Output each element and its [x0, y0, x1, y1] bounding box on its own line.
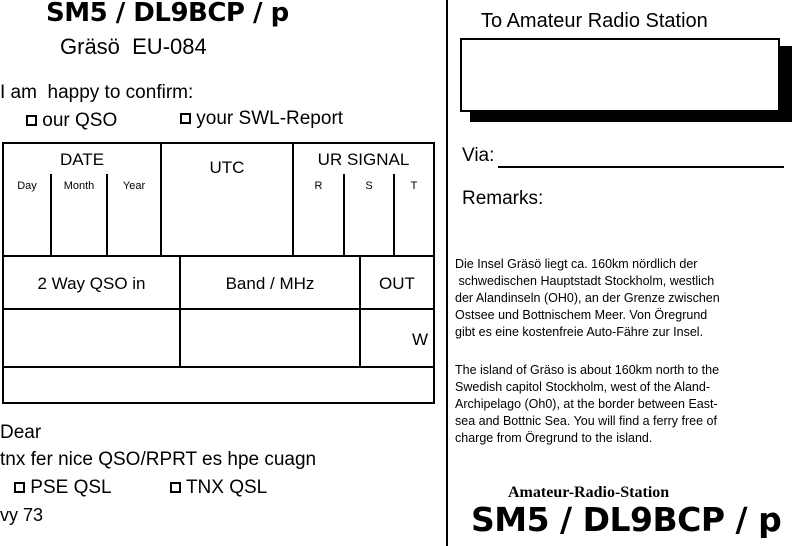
option-tnx-qsl[interactable]: TNX QSL: [170, 477, 267, 499]
table-vline-band-out: [359, 255, 361, 366]
month-header: Month: [63, 180, 95, 192]
watt-unit: W: [411, 330, 429, 349]
pse-qsl-checkbox[interactable]: [14, 482, 25, 494]
day-header: Day: [17, 180, 37, 192]
utc-header: UTC: [209, 158, 245, 177]
tnx-qsl-checkbox[interactable]: [170, 482, 181, 494]
t-header: T: [410, 180, 418, 192]
option-pse-qsl[interactable]: PSE QSL: [14, 477, 112, 499]
via-label: Via:: [462, 145, 495, 166]
to-station-label: To Amateur Radio Station: [481, 10, 708, 32]
pse-qsl-label: PSE QSL: [30, 477, 112, 498]
table-vline-s: [393, 174, 395, 255]
table-hline-2: [4, 308, 433, 310]
option-qso-label: our QSO: [42, 110, 118, 131]
address-box[interactable]: [460, 38, 780, 112]
table-vline-utc-signal: [292, 144, 294, 255]
thanks-text: tnx fer nice QSO/RPRT es hpe cuagn: [0, 449, 317, 470]
dear-label: Dear: [0, 422, 42, 443]
closing-text: vy 73: [0, 505, 44, 525]
signal-header: UR SIGNAL: [317, 150, 410, 169]
out-header: OUT: [379, 274, 415, 293]
table-vline-qso-band: [179, 255, 181, 366]
table-hline-3: [4, 366, 433, 368]
station-heading: Amateur-Radio-Station: [508, 484, 670, 501]
r-header: R: [314, 180, 323, 192]
table-vline-date-utc: [160, 144, 162, 255]
date-header: DATE: [59, 150, 105, 169]
footer-callsign: SM5 / DL9BCP / p: [471, 500, 782, 539]
option-swl-label: your SWL-Report: [196, 108, 344, 129]
card-divider: [446, 0, 448, 546]
tnx-qsl-label: TNX QSL: [185, 477, 268, 498]
s-header: S: [365, 180, 373, 192]
table-vline-r: [343, 174, 345, 255]
swl-checkbox[interactable]: [180, 113, 191, 125]
confirm-text: I am happy to confirm:: [0, 82, 194, 103]
table-vline-month: [106, 174, 108, 255]
table-vline-day: [50, 174, 52, 255]
option-qso[interactable]: our QSO: [26, 110, 117, 132]
english-description: The island of Gräso is about 160km north…: [455, 363, 720, 445]
qso-checkbox[interactable]: [26, 115, 37, 127]
option-swl[interactable]: your SWL-Report: [180, 108, 343, 130]
table-hline-1: [4, 255, 433, 257]
year-header: Year: [122, 180, 146, 192]
band-header: Band / MHz: [225, 274, 315, 293]
german-description: Die Insel Gräsö liegt ca. 160km nördlich…: [455, 257, 720, 339]
remarks-label: Remarks:: [462, 188, 544, 209]
header-callsign: SM5 / DL9BCP / p: [46, 0, 289, 28]
location-label: Gräsö EU-084: [60, 34, 207, 59]
qso-table: DATE Day Month Year UTC UR SIGNAL R S T …: [2, 142, 435, 404]
via-line[interactable]: [498, 166, 784, 168]
two-way-header: 2 Way QSO in: [37, 274, 146, 293]
